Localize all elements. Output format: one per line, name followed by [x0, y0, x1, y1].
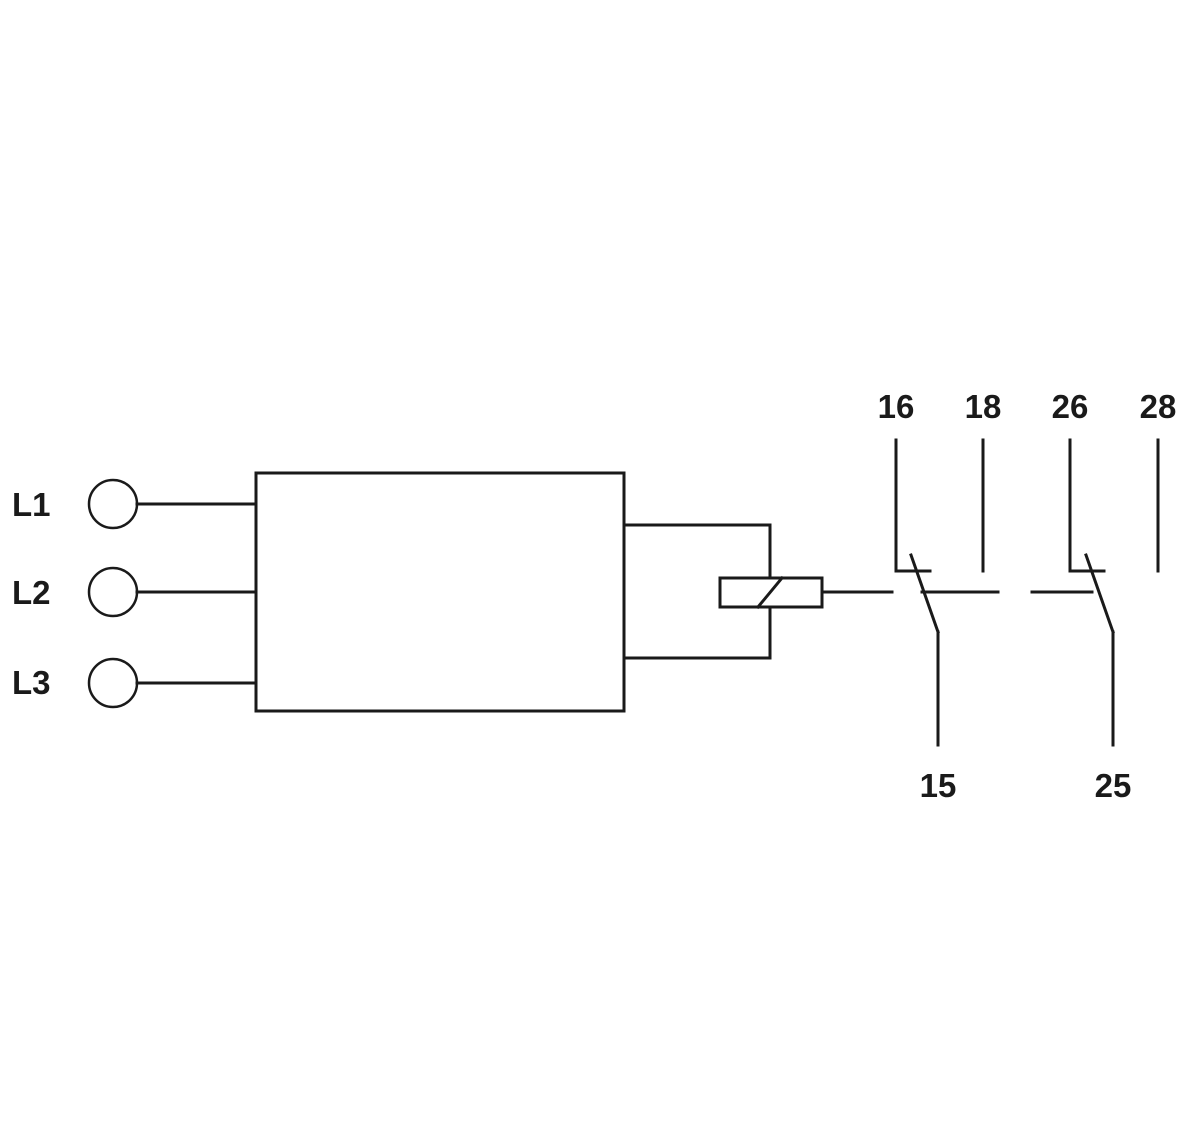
contact-group-1: 16 18 15 [878, 388, 1002, 804]
label-l1: L1 [12, 486, 51, 523]
coil-leads [622, 523, 772, 660]
relay-coil-slash [755, 575, 785, 610]
input-terminal-l3: L3 [12, 657, 258, 709]
coil-lead-top [622, 523, 772, 580]
monitoring-module-box [254, 471, 626, 713]
label-terminal-18: 18 [965, 388, 1002, 425]
label-terminal-28: 28 [1140, 388, 1177, 425]
label-l3: L3 [12, 664, 51, 701]
label-terminal-25: 25 [1095, 767, 1132, 804]
contact-group-2: 26 28 25 [1052, 388, 1177, 804]
label-terminal-16: 16 [878, 388, 915, 425]
contact-16-lead [894, 438, 932, 573]
contact-26-lead [1068, 438, 1106, 573]
terminal-circle-l2 [87, 566, 139, 618]
relay-coil [718, 575, 824, 610]
label-terminal-26: 26 [1052, 388, 1089, 425]
input-terminal-l1: L1 [12, 478, 258, 530]
coil-lead-bottom [622, 605, 772, 660]
terminal-circle-l1 [87, 478, 139, 530]
label-l2: L2 [12, 574, 51, 611]
terminal-circle-l3 [87, 657, 139, 709]
contact-1-blade [909, 553, 940, 634]
label-terminal-15: 15 [920, 767, 957, 804]
input-terminal-l2: L2 [12, 566, 258, 618]
contact-2-blade [1084, 553, 1115, 634]
